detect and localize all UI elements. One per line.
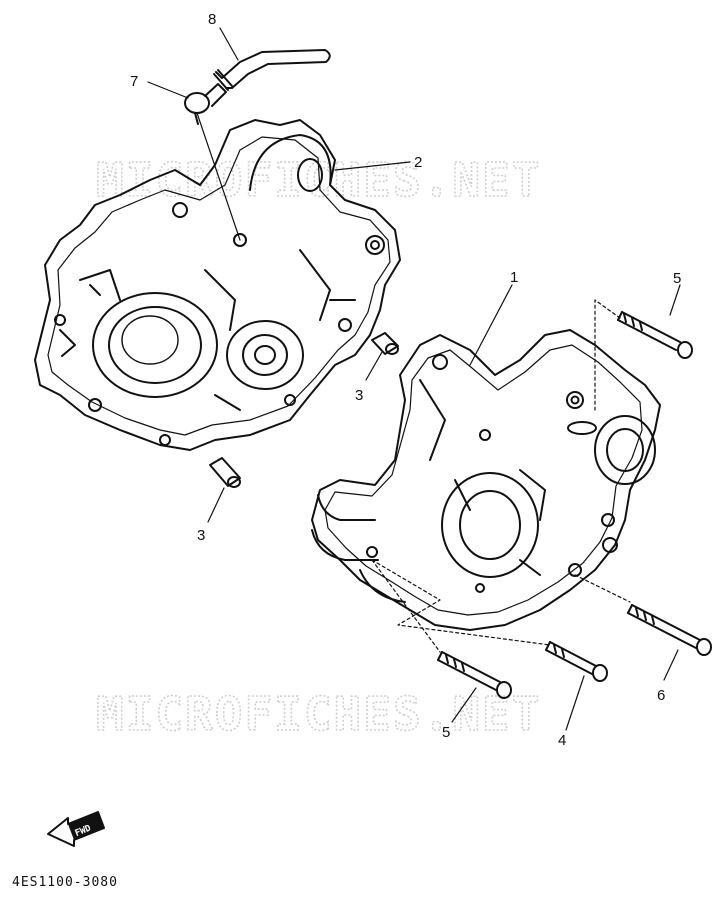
callout-7: 7 <box>130 73 138 90</box>
bolt-4 <box>545 641 608 682</box>
callout-4: 4 <box>558 732 566 749</box>
callout-5-lower: 5 <box>442 724 450 741</box>
fitting-part-7 <box>184 83 227 125</box>
bolt-5-upper <box>617 311 693 359</box>
callout-3-lower: 3 <box>197 527 205 544</box>
callout-5-upper: 5 <box>673 270 681 287</box>
dowel-pin-3-upper <box>371 332 399 355</box>
hose-part-8 <box>213 49 331 91</box>
dowel-pin-3-lower <box>209 457 241 488</box>
right-crankcase-half <box>311 329 661 631</box>
callout-3-upper: 3 <box>355 387 363 404</box>
bolt-6 <box>627 604 712 656</box>
alignment-lines <box>371 299 631 653</box>
callout-6: 6 <box>657 687 665 704</box>
forward-arrow-icon: FWD <box>47 811 105 847</box>
bolt-5-lower <box>437 651 512 699</box>
left-crankcase-half <box>34 119 401 451</box>
callout-8: 8 <box>208 11 216 28</box>
watermark-bottom: MICROFICHES.NET <box>96 687 541 741</box>
leader-lines <box>147 27 681 731</box>
callout-2: 2 <box>414 154 422 171</box>
callout-1: 1 <box>510 269 518 286</box>
figure-code: 4ES1100-3080 <box>12 875 118 890</box>
